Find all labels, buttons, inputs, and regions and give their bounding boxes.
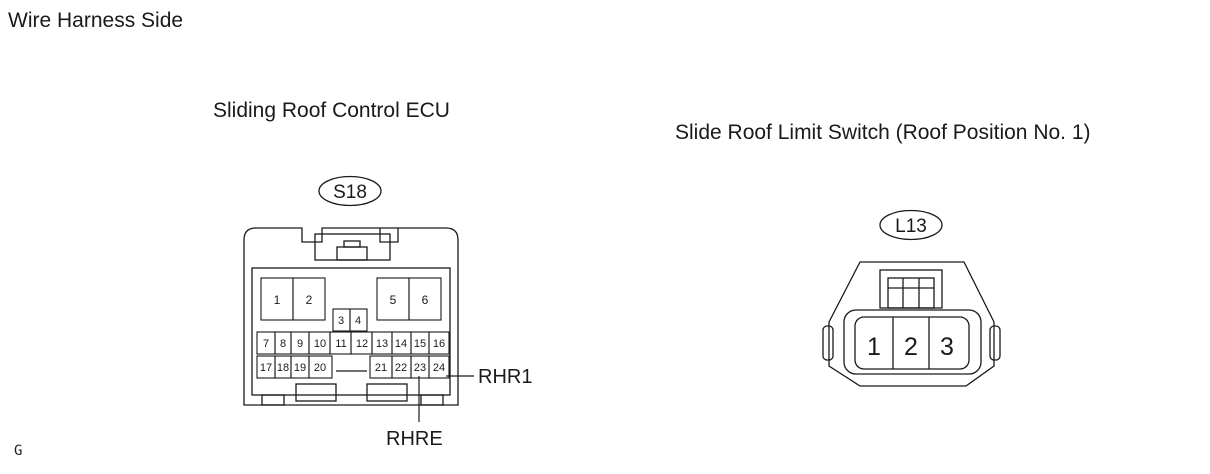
svg-text:S18: S18 (333, 182, 367, 203)
ecu-pin-label: 3 (338, 315, 344, 327)
ecu-pin-label: 21 (375, 362, 387, 374)
svg-text:L13: L13 (895, 216, 927, 237)
ecu-pin-label: 7 (263, 338, 269, 350)
ecu-pin-grid (256, 277, 450, 379)
ecu-pin-label: 16 (433, 338, 445, 350)
ecu-pin-label: 9 (297, 338, 303, 350)
ecu-pin-label: 18 (277, 362, 289, 374)
ecu-pin-label: 11 (335, 338, 346, 350)
ecu-pin-label: 2 (306, 293, 313, 307)
ecu-pin-label: 5 (390, 293, 397, 307)
ecu-pin-label: 14 (395, 338, 407, 350)
limit-switch-pin-label: 3 (940, 333, 954, 361)
ecu-pin-6 (408, 277, 442, 321)
ecu-pin-label: 6 (422, 293, 429, 307)
ecu-pin-label: 4 (355, 315, 361, 327)
ecu-pin-label: 8 (280, 338, 286, 350)
ecu-pin-label: 13 (376, 338, 388, 350)
limit-switch-connector-body (822, 261, 1001, 387)
ecu-pin-2 (292, 277, 326, 321)
limit-switch-connector-title: Slide Roof Limit Switch (Roof Position N… (675, 121, 1091, 144)
ecu-pin-label: 22 (395, 362, 407, 374)
page-title: Wire Harness Side (8, 9, 184, 32)
ecu-pin-label: 1 (274, 293, 281, 307)
ecu-pin-label: 15 (414, 338, 426, 350)
ecu-pin-label: 20 (314, 362, 326, 374)
ecu-connector-title: Sliding Roof Control ECU (213, 99, 450, 122)
limit-switch-pin-labels: 1 2 3 (867, 333, 954, 361)
callout-leaders (418, 375, 474, 422)
limit-switch-pin-label: 2 (904, 333, 918, 361)
ecu-connector-badge: S18 (318, 175, 382, 207)
ecu-pin-labels: 1 2 3 4 5 6 7 8 9 10 11 12 13 14 15 16 1… (260, 293, 445, 374)
ecu-pin-label: 24 (433, 362, 445, 374)
rhre-callout-label: RHRE (386, 428, 443, 450)
ecu-pin-label: 19 (294, 362, 306, 374)
rhr1-callout-label: RHR1 (478, 366, 533, 388)
ecu-pin-label: 17 (260, 362, 272, 374)
limit-switch-connector-badge: L13 (879, 209, 943, 241)
ecu-connector-body (243, 227, 459, 406)
limit-switch-pin-label: 1 (867, 333, 881, 361)
ecu-pin-label: 12 (356, 338, 368, 350)
ecu-pin-label: 10 (314, 338, 326, 350)
ecu-pin-label: 23 (414, 362, 426, 374)
footer-code: G (14, 443, 23, 459)
ecu-pin-4 (349, 308, 368, 332)
